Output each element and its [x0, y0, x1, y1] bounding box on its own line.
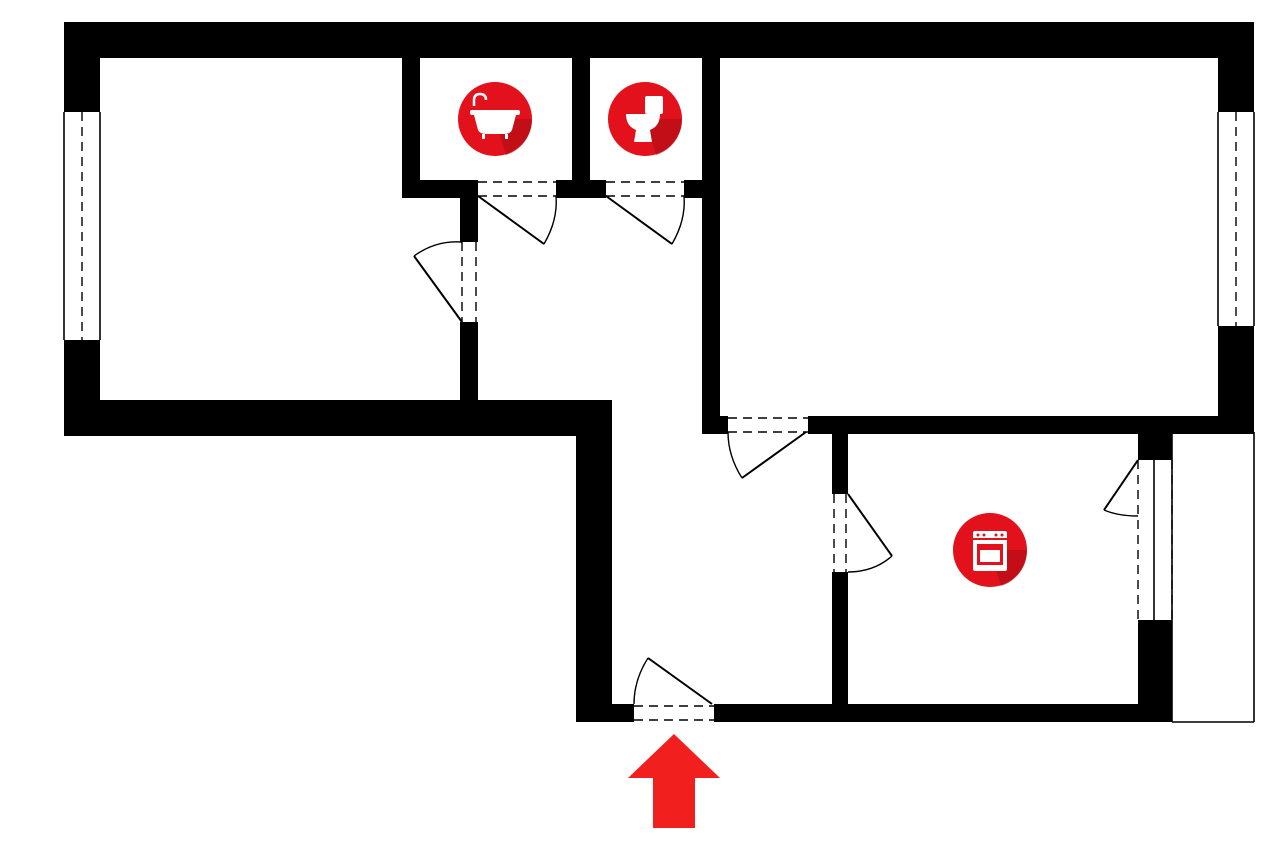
stove-icon: [953, 513, 1028, 587]
bathroom-door: [477, 181, 557, 245]
walls: [64, 22, 1254, 722]
entrance-door: [633, 657, 714, 721]
doors: [413, 181, 893, 721]
toilet-door: [605, 181, 685, 245]
right-room-door: [727, 417, 808, 479]
kitchen-door: [833, 493, 893, 573]
bathtub-icon: [458, 82, 533, 156]
left-room-door: [413, 241, 477, 323]
toilet-icon: [608, 82, 683, 156]
balcony: [1103, 431, 1255, 723]
windows: [63, 112, 1255, 340]
arrow-up-icon: [628, 734, 720, 828]
